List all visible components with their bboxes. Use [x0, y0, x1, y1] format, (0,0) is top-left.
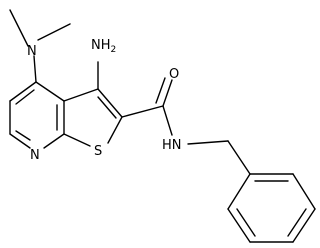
bond-carbonyl-o: [162, 79, 173, 107]
atom-pyridine-n: N: [30, 148, 40, 163]
bond-carbonyl-o-inner: [155, 77, 166, 104]
bond-c6-n-inner: [15, 130, 31, 141]
bond-c4-c5: [9, 81, 37, 102]
bond-ph5-ph6-inner: [236, 208, 256, 237]
atom-thiophene-s: S: [94, 144, 102, 159]
atom-amide-nh: HN: [162, 138, 182, 153]
bond-ph6-ph1: [227, 173, 251, 210]
bond-c3a-c3: [63, 88, 99, 102]
atom-nh2-main: NH: [91, 38, 111, 53]
bond-ph5-ph6: [227, 208, 251, 243]
bond-n-c7a: [43, 133, 65, 149]
atom-nh2: NH2: [91, 38, 116, 55]
bond-ph2-ph3: [292, 173, 316, 210]
atom-n-dimethyl: N: [27, 44, 37, 59]
bond-c3a-c4: [35, 81, 65, 102]
bond-c2-carbonyl: [121, 105, 164, 118]
bond-nme-methyl-right: [37, 23, 71, 41]
bond-nh-ch2: [187, 140, 229, 145]
bond-nme-methyl-left: [9, 9, 29, 47]
bond-ch2-phenyl: [227, 140, 251, 175]
bond-c3-c2: [97, 88, 123, 118]
bond-carbonyl-nh: [162, 105, 173, 136]
bond-ph3-ph4-inner: [287, 208, 307, 237]
atom-carbonyl-o: O: [169, 67, 179, 82]
atom-nh2-subscript: 2: [111, 45, 117, 55]
bond-c5-c5-inner: [15, 89, 35, 105]
bond-nme-c4: [33, 55, 37, 83]
bond-c6-n: [9, 133, 31, 149]
bond-c3-c2-inner: [97, 96, 117, 119]
bond-s-c7a: [63, 133, 91, 147]
bond-ph3-ph4: [292, 208, 316, 243]
bond-c2-s: [107, 116, 123, 144]
